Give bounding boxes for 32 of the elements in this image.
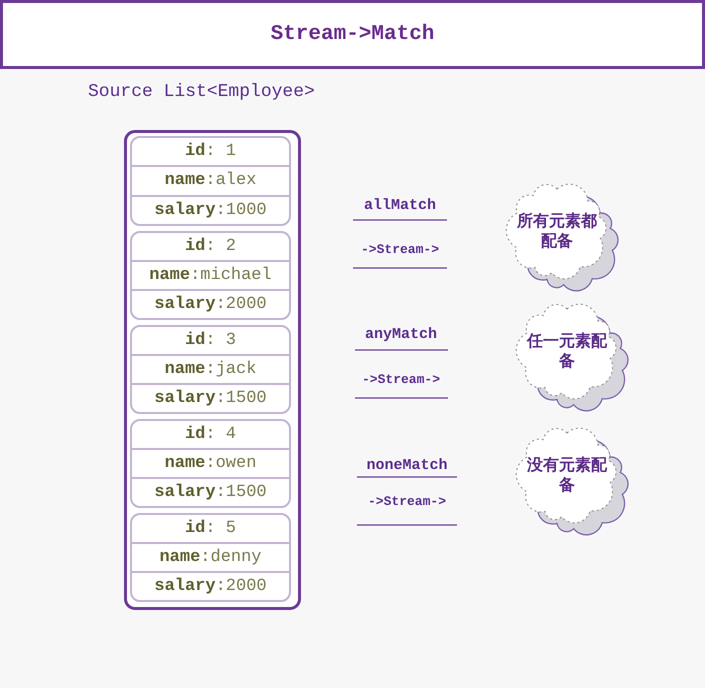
diagram-title: Stream->Match bbox=[270, 23, 434, 46]
stream-label: ->Stream-> bbox=[361, 242, 439, 257]
record-field: name:alex bbox=[132, 165, 289, 195]
list-container bbox=[124, 130, 301, 610]
record-field: salary:2000 bbox=[132, 571, 289, 600]
record-field: id: 5 bbox=[132, 515, 289, 542]
record-field: id: 3 bbox=[132, 327, 289, 354]
cloud-text: 所有元素都配备 bbox=[516, 211, 598, 251]
stream-label: ->Stream-> bbox=[368, 494, 446, 509]
record-field: salary:1500 bbox=[132, 477, 289, 506]
section-heading: Source List<Employee> bbox=[88, 82, 315, 102]
record-field: name:jack bbox=[132, 354, 289, 383]
employee-card bbox=[130, 419, 291, 508]
record-field: name:denny bbox=[132, 542, 289, 571]
cloud-text: 任一元素配备 bbox=[526, 331, 608, 371]
record-field: id: 4 bbox=[132, 421, 289, 448]
method-label: anyMatch bbox=[365, 326, 437, 343]
method-label: allMatch bbox=[364, 197, 436, 214]
stream-label: ->Stream-> bbox=[362, 372, 440, 387]
record-field: name:owen bbox=[132, 448, 289, 477]
employee-card bbox=[130, 231, 291, 320]
record-field: name:michael bbox=[132, 260, 289, 289]
method-label: noneMatch bbox=[366, 457, 448, 474]
record-field: id: 1 bbox=[132, 138, 289, 166]
cloud-text: 没有元素配备 bbox=[526, 455, 608, 495]
employee-card bbox=[130, 513, 291, 602]
record-field: salary:2000 bbox=[132, 289, 289, 318]
record-field: salary:1500 bbox=[132, 383, 289, 412]
record-field: id: 2 bbox=[132, 233, 289, 260]
employee-card bbox=[130, 325, 291, 414]
record-field: salary:1000 bbox=[132, 194, 289, 224]
employee-card bbox=[130, 136, 291, 226]
